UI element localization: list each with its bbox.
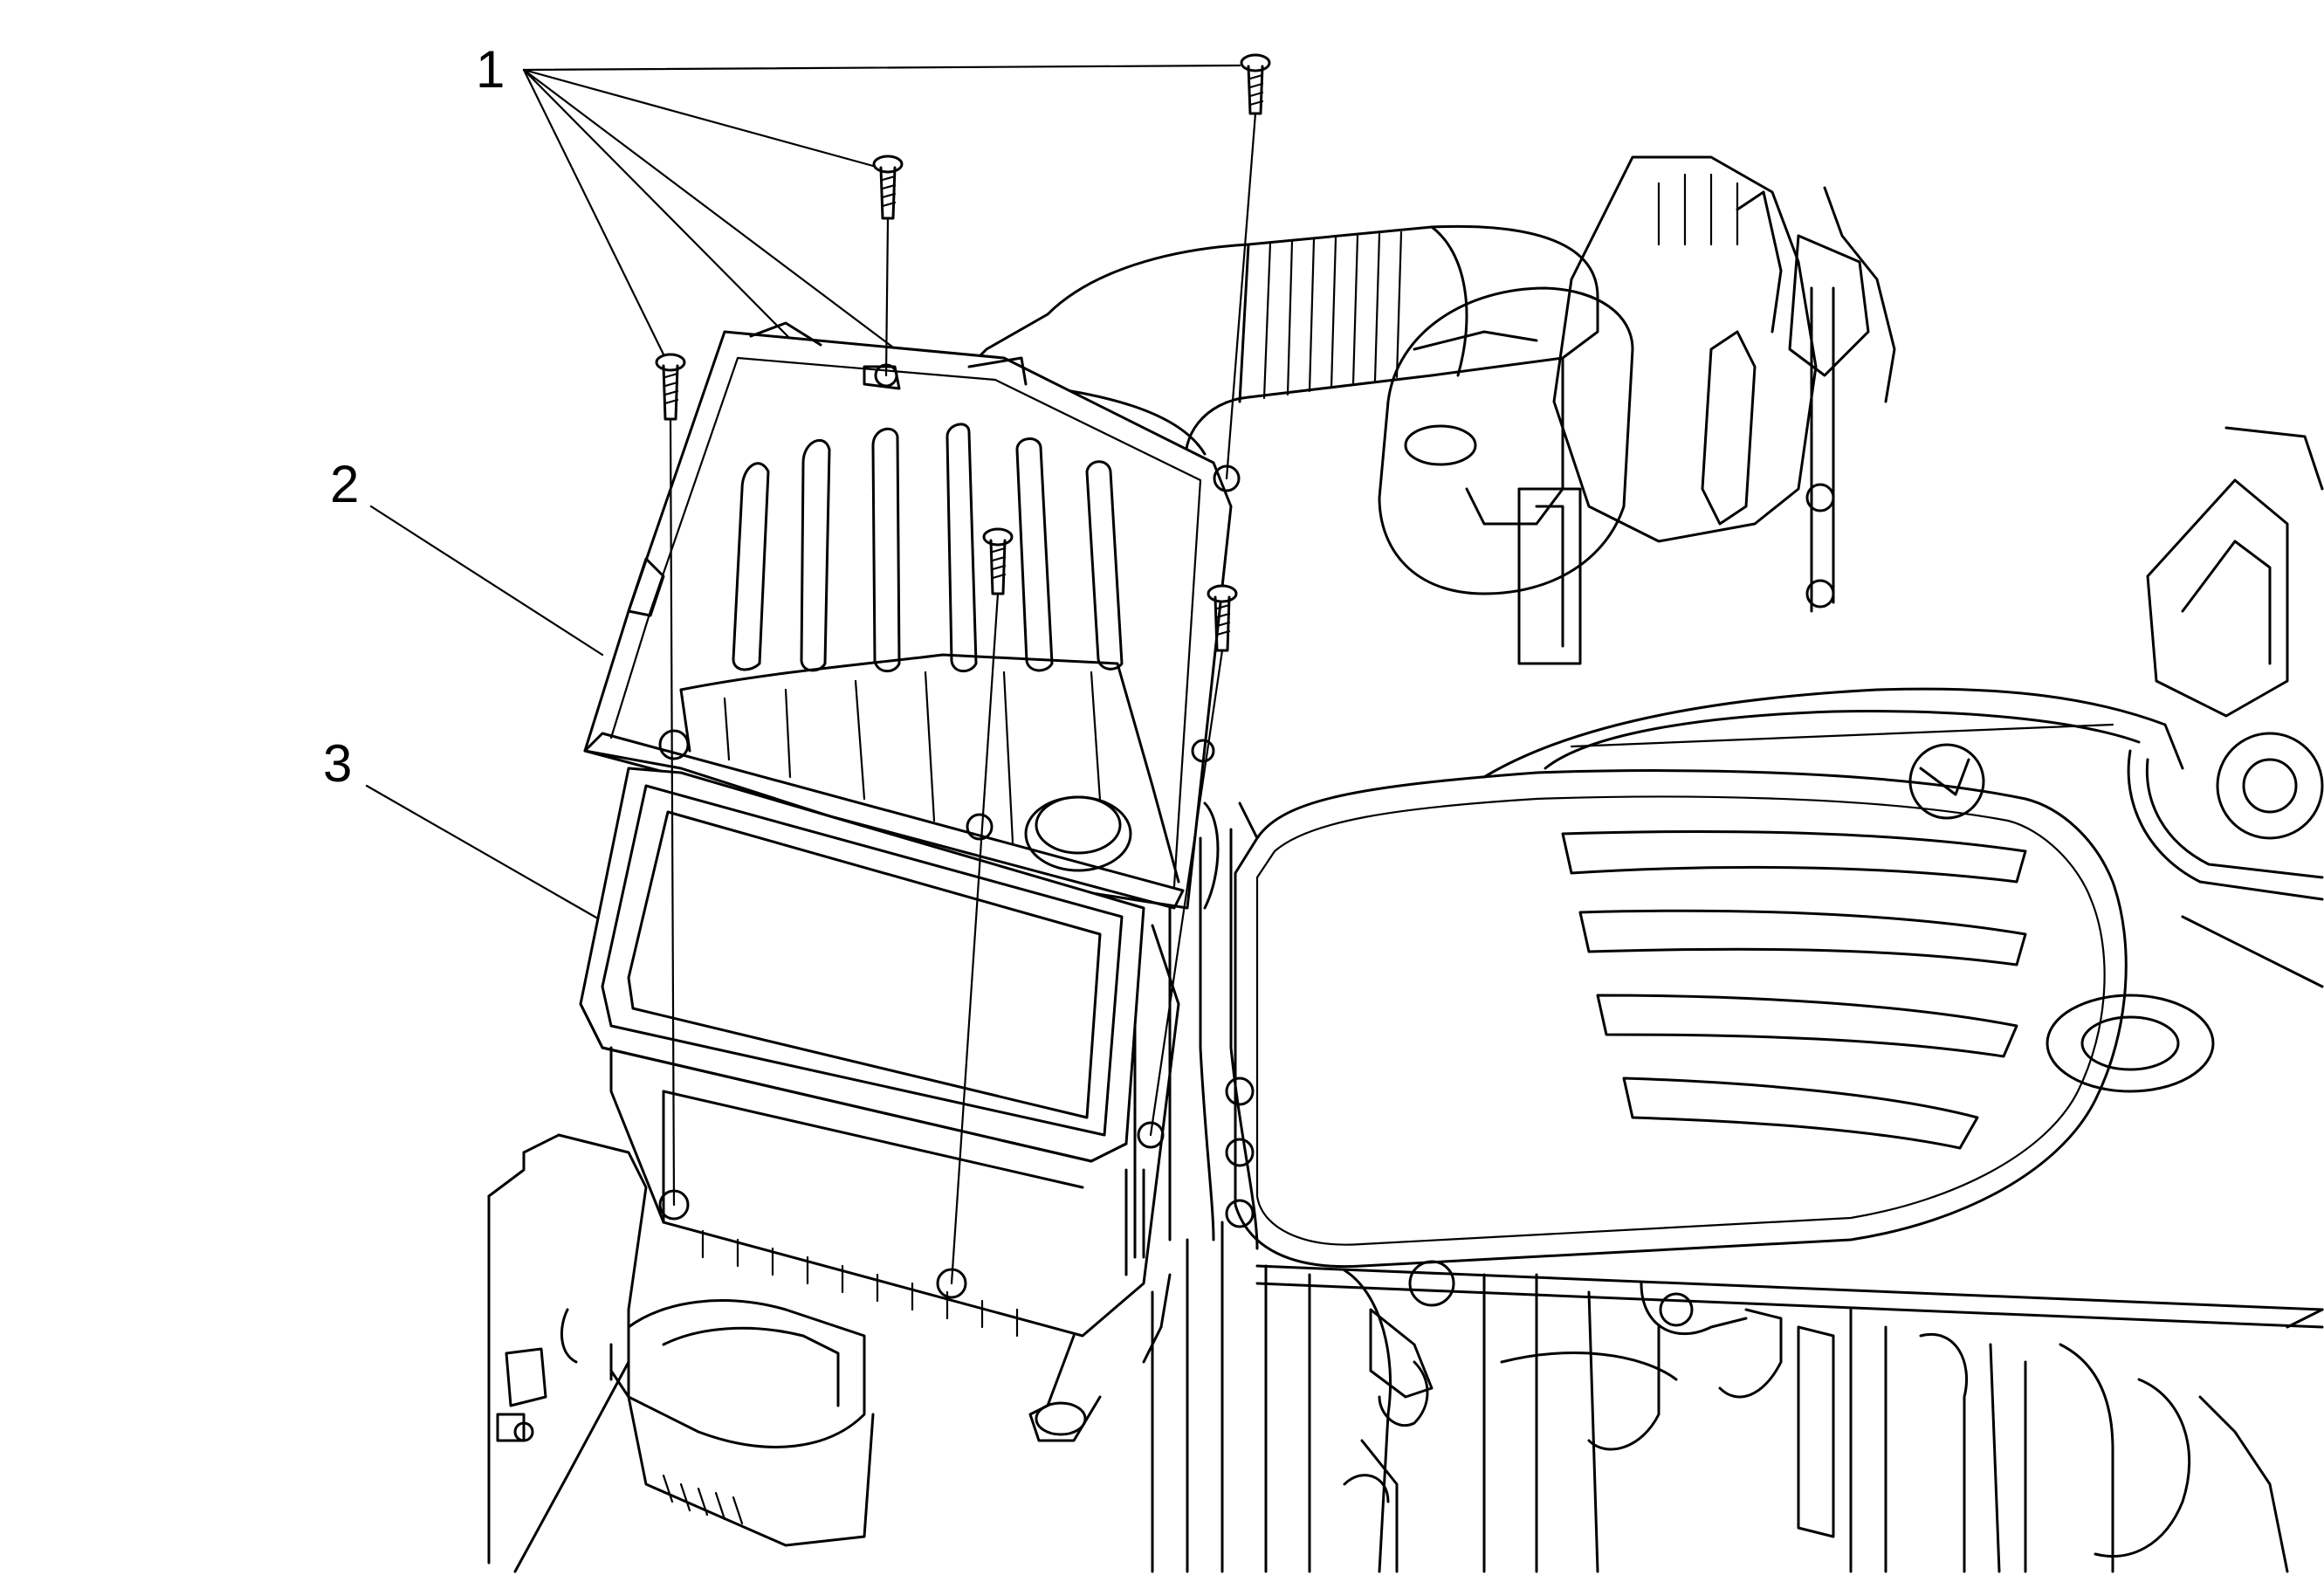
front-rail <box>1255 1264 2324 1311</box>
callout-3-leader <box>365 784 604 923</box>
engine-assembly <box>1133 155 2324 1573</box>
screw-2-icon <box>872 155 904 377</box>
engine-cover <box>1234 769 2128 1269</box>
callout-2-label: 2 <box>330 455 359 513</box>
screw-4-icon <box>950 527 1014 1285</box>
oil-filler-cap-icon <box>2046 994 2215 1093</box>
callout-3-label: 3 <box>323 734 352 793</box>
screw-1-icon <box>1225 53 1271 480</box>
screw-5-icon <box>1149 584 1238 1137</box>
callout-2-leader <box>369 505 604 657</box>
air-cleaner-upper-cover <box>583 321 1241 910</box>
screws <box>655 53 1271 1285</box>
intake-duct <box>967 224 1599 526</box>
screw-3-icon <box>655 353 686 1207</box>
air-cleaner-filter-and-housing <box>487 767 1259 1573</box>
callout-1-label: 1 <box>476 40 505 99</box>
